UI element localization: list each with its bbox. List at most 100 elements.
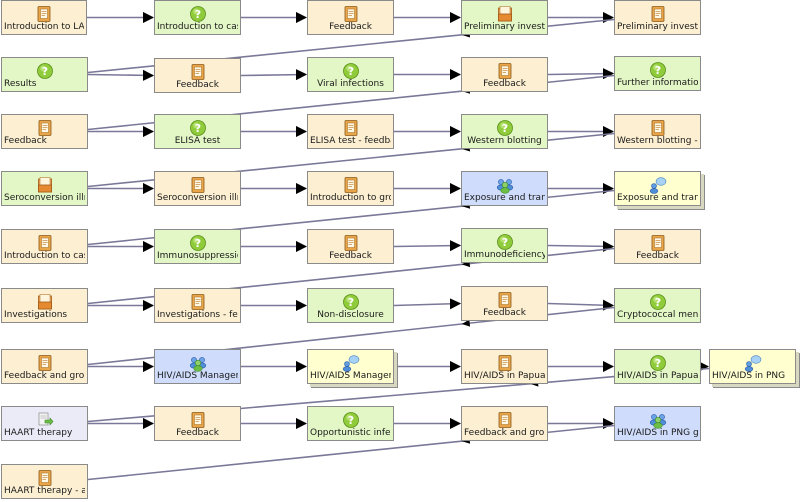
notebook-icon [36,119,54,137]
activity-label: HAART therapy - answ [4,486,85,496]
activity-label: Feedback [636,251,679,261]
notebook-icon [36,469,54,487]
svg-text:?: ? [347,414,353,427]
notebook-icon [496,354,514,372]
activity-node[interactable]: Feedback [461,57,548,92]
activity-node[interactable]: Introduction to case [1,229,88,264]
activity-node[interactable]: Feedback [614,229,701,264]
activity-label: Feedback [176,80,219,90]
activity-label: Immunosuppression [157,251,238,261]
activity-node[interactable]: Introduction to grou [307,171,394,206]
activity-node[interactable]: ?HIV/AIDS in Papua Ne [614,349,701,384]
activity-label: Preliminary investig [617,22,698,32]
activity-node[interactable]: ?Further information [614,56,701,91]
activity-label: Results [4,79,37,89]
activity-label: ELISA test [174,136,221,146]
activity-node[interactable]: Feedback [154,406,241,441]
question-icon: ? [649,61,667,79]
activity-label: ELISA test - feedback [310,136,391,146]
activity-node[interactable]: Investigations [1,288,88,323]
activity-label: Further information [617,78,698,88]
forum-icon [342,354,360,372]
question-icon: ? [342,62,360,80]
activity-node[interactable]: HIV/AIDS in PNG grou [614,406,701,441]
activity-label: HIV/AIDS in Papua Ne [617,371,698,381]
notebook-icon [189,411,207,429]
svg-text:?: ? [654,296,660,309]
notebook-icon [36,354,54,372]
notebook-icon [649,234,667,252]
activity-node[interactable]: Feedback [307,0,394,35]
svg-text:?: ? [501,122,507,135]
transition-arrow [547,68,615,80]
activity-label: Western blotting [467,136,542,146]
activity-node[interactable]: ?Immunosuppression [154,229,241,264]
activity-node[interactable]: ?Immunodeficiency and [461,228,548,263]
activity-node[interactable]: Exposure and transmi [461,171,548,206]
activity-label: Feedback [483,79,526,89]
transition-arrowhead [461,319,471,327]
activity-label: Exposure and transmi [464,193,545,203]
activity-node[interactable]: ?Viral infections [307,57,394,92]
report-icon [36,293,54,311]
activity-node[interactable]: Feedback [1,114,88,149]
activity-node[interactable]: Seroconversion illne [1,171,88,206]
question-icon: ? [36,62,54,80]
activity-node[interactable]: ?Non-disclosure [307,288,394,323]
activity-label: HIV/AIDS Management [157,371,238,381]
activity-node[interactable]: HIV/AIDS in Papua Ne [461,349,548,384]
activity-node[interactable]: ?Introduction to case [154,0,241,35]
transition-arrow [547,240,615,252]
activity-node[interactable]: Introduction to LAMS [1,0,87,35]
activity-label: Feedback [329,251,372,261]
svg-text:?: ? [194,8,200,21]
question-icon: ? [649,354,667,372]
activity-node[interactable]: Exposure and transmi [614,171,701,206]
activity-label: Introduction to LAMS [4,22,84,32]
notebook-icon [342,234,360,252]
activity-label: Exposure and transmi [617,193,698,203]
activity-node[interactable]: Preliminary investig [461,0,548,35]
activity-node[interactable]: HAART therapy - answ [1,464,88,499]
question-icon: ? [496,233,514,251]
activity-node[interactable]: Feedback [307,229,394,264]
activity-node[interactable]: Feedback [154,58,241,93]
question-icon: ? [189,5,207,23]
activity-node[interactable]: Feedback [461,286,548,321]
svg-text:?: ? [654,64,660,77]
transition-arrow [393,240,462,252]
activity-node[interactable]: HIV/AIDS Management [307,349,394,384]
svg-text:?: ? [194,122,200,135]
notebook-icon [649,119,667,137]
forum-icon [649,176,667,194]
activity-node[interactable]: HIV/AIDS Management [154,349,241,384]
activity-node[interactable]: Feedback and group i [461,406,548,441]
activity-node[interactable]: Western blotting - f [614,114,701,149]
activity-node[interactable]: ?ELISA test [154,114,241,149]
notebook-icon [36,234,54,252]
activity-node[interactable]: HAART therapy [1,406,88,441]
notebook-icon [342,119,360,137]
activity-node[interactable]: Preliminary investig [614,0,701,35]
svg-text:?: ? [347,65,353,78]
report-icon [496,5,514,23]
activity-label: Opportunistic infect [310,428,391,438]
question-icon: ? [342,293,360,311]
activity-node[interactable]: ?Cryptococcal meningi [614,288,701,323]
activity-node[interactable]: Investigations - fee [154,288,241,323]
activity-node[interactable]: ?Western blotting [461,114,548,149]
transition-arrow [87,69,155,81]
activity-node[interactable]: ELISA test - feedback [307,114,394,149]
activity-label: Feedback [176,428,219,438]
svg-text:?: ? [501,236,507,249]
activity-node[interactable]: ?Results [1,57,88,92]
activity-label: Feedback [329,22,372,32]
activity-node[interactable]: Feedback and group i [1,349,88,384]
activity-node[interactable]: ?Opportunistic infect [307,406,394,441]
notebook-icon [35,5,53,23]
group-icon [649,411,667,429]
activity-node[interactable]: HIV/AIDS in PNG [709,349,796,384]
activity-node[interactable]: Seroconversion illne [154,171,241,206]
activity-label: HIV/AIDS in PNG [712,371,786,381]
activity-label: Cryptococcal meningi [617,310,698,320]
